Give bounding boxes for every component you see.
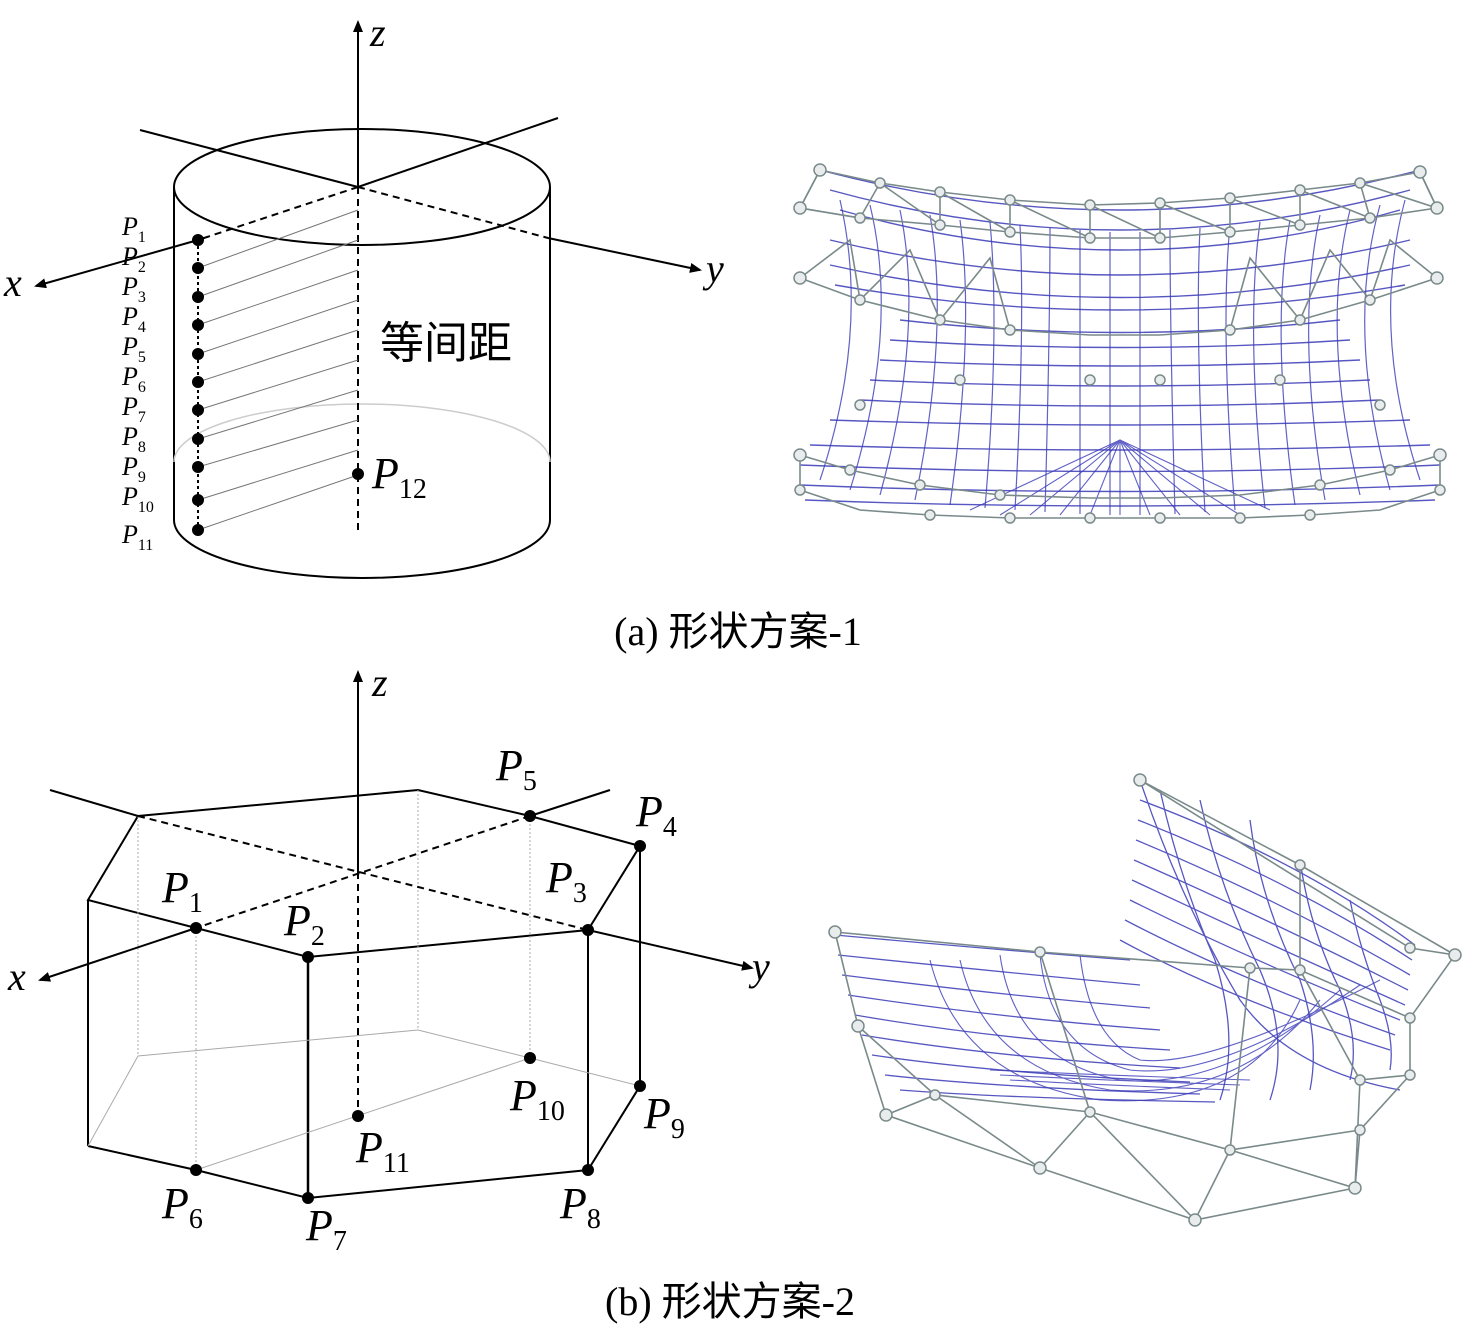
point-a-p9 [192,461,204,473]
panel-a-mesh-render [793,163,1447,524]
svg-text:P4: P4 [121,302,146,336]
point-a-p5 [192,348,204,360]
svg-text:P3: P3 [545,853,587,909]
svg-text:P11: P11 [121,520,153,554]
panel-a-point-labels: P1 P2 P3 P4 P5 P6 P7 P8 P9 P10 P11 P12 [121,212,427,554]
point-a-p2 [192,262,204,274]
point-b-p11 [352,1110,364,1122]
point-a-p7 [192,404,204,416]
svg-text:P2: P2 [121,242,146,276]
point-b-p5 [524,810,536,822]
point-b-p2 [302,951,314,963]
panel-b-mesh-render [828,773,1462,1227]
caption-a: (a) 形状方案-1 [614,609,862,654]
svg-text:P5: P5 [121,332,146,366]
point-a-p11 [192,524,204,536]
point-a-p3 [192,291,204,303]
axis-label-b-x: x [7,954,26,999]
panel-b-point-labels: P1 P2 P3 P4 P5 P6 P7 P8 P9 P10 P11 [161,741,685,1257]
panel-b-prism-diagram: P1 P2 P3 P4 P5 P6 P7 P8 P9 P10 P11 z x y [7,660,770,1257]
point-a-p12-label: P12 [371,449,427,505]
point-b-p10 [524,1052,536,1064]
svg-text:P7: P7 [121,392,146,426]
point-b-p3 [582,924,594,936]
axis-label-b-z: z [371,660,388,705]
svg-text:P6: P6 [161,1179,203,1235]
point-a-p8 [192,433,204,445]
point-b-p4 [634,840,646,852]
panel-a-cylinder-diagram: P1 P2 P3 P4 P5 P6 P7 P8 P9 P10 P11 P12 z… [3,10,724,579]
axis-label-a-y: y [702,246,724,291]
svg-text:P1: P1 [161,863,203,919]
point-a-p10 [192,494,204,506]
svg-text:P7: P7 [305,1201,347,1257]
point-a-p1 [192,234,204,246]
svg-text:P8: P8 [121,422,146,456]
svg-text:P10: P10 [509,1071,565,1127]
svg-text:P6: P6 [121,362,146,396]
svg-text:P9: P9 [643,1089,685,1145]
svg-text:P9: P9 [121,452,146,486]
svg-text:P3: P3 [121,272,146,306]
axis-label-b-y: y [748,944,770,989]
point-a-p12 [352,468,364,480]
point-b-p7 [302,1192,314,1204]
caption-b: (b) 形状方案-2 [605,1279,855,1324]
x-axis-a [34,239,199,289]
y-axis-a [547,237,702,273]
axis-label-a-z: z [369,10,386,55]
point-a-p6 [192,376,204,388]
y-axis-b [587,929,754,971]
svg-text:P8: P8 [559,1179,601,1235]
svg-text:P5: P5 [495,741,537,797]
axis-label-a-x: x [3,260,22,305]
svg-text:P4: P4 [635,787,677,843]
svg-text:P11: P11 [355,1123,410,1179]
point-a-p4 [192,319,204,331]
point-b-p9 [634,1080,646,1092]
point-b-p6 [190,1164,202,1176]
svg-text:P10: P10 [121,482,154,516]
point-b-p8 [582,1164,594,1176]
equal-spacing-label: 等间距 [380,318,512,369]
point-b-p1 [190,922,202,934]
svg-text:P2: P2 [283,896,325,952]
x-axis-b [38,927,197,982]
svg-text:P1: P1 [121,212,146,246]
